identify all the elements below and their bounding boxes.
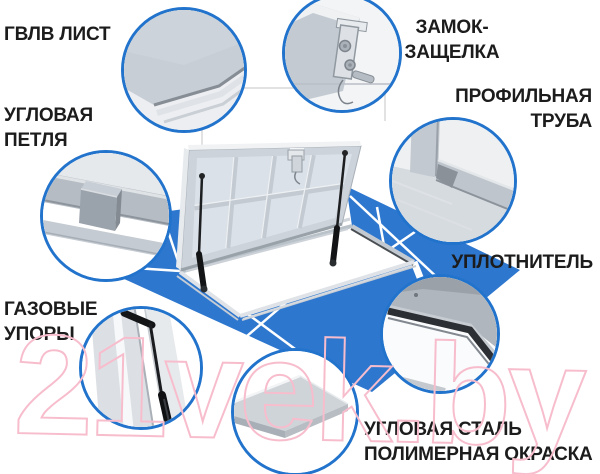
profile-tube-detail bbox=[391, 119, 514, 242]
label-line: ГВЛВ ЛИСТ bbox=[4, 24, 111, 45]
label-corner-hinge: УГЛОВАЯ ПЕТЛЯ bbox=[4, 103, 93, 153]
lid-grid-mullions bbox=[194, 154, 344, 249]
label-corner-steel: УГЛОВАЯ СТАЛЬ ПОЛИМЕРНАЯ ОКРАСКА bbox=[364, 417, 593, 467]
label-line: ЗАМОК- bbox=[415, 17, 489, 38]
label-line: УПЛОТНИТЕЛЬ bbox=[451, 252, 593, 273]
label-line: УГЛОВАЯ bbox=[4, 105, 93, 126]
label-line: ПЕТЛЯ bbox=[4, 130, 68, 151]
label-gvl-sheet: ГВЛВ ЛИСТ bbox=[4, 22, 111, 47]
label-profile-tube: ПРОФИЛЬНАЯ ТРУБА bbox=[440, 84, 592, 134]
callout-circle-corner-hinge bbox=[39, 149, 172, 282]
hinge-block bbox=[78, 180, 122, 231]
label-line: ПОЛИМЕРНАЯ ОКРАСКА bbox=[364, 444, 593, 465]
corner-steel-detail bbox=[233, 350, 356, 473]
lock-latch-detail bbox=[284, 0, 399, 110]
corner-hinge-detail bbox=[42, 152, 169, 279]
callout-circle-gas-struts bbox=[78, 305, 203, 430]
gvl-sheet-detail bbox=[123, 9, 244, 130]
gas-struts-detail bbox=[81, 308, 200, 427]
label-gas-struts: ГАЗОВЫЕ УПОРЫ bbox=[4, 297, 98, 347]
lid-grid-highlights bbox=[194, 154, 344, 249]
hatch-lid bbox=[176, 141, 362, 272]
label-line: ПРОФИЛЬНАЯ bbox=[455, 86, 592, 107]
label-line: УГЛОВАЯ СТАЛЬ bbox=[364, 419, 522, 440]
label-line: ЗАЩЕЛКА bbox=[404, 42, 500, 63]
label-line: ТРУБА bbox=[530, 111, 592, 132]
label-line: ГАЗОВЫЕ bbox=[4, 299, 98, 320]
gas-strut-right bbox=[329, 150, 348, 267]
gas-strut-left bbox=[196, 173, 208, 293]
callout-circle-seal bbox=[379, 273, 500, 394]
callout-circle-corner-steel bbox=[230, 347, 359, 474]
label-line: УПОРЫ bbox=[4, 324, 75, 345]
callout-circle-lock-latch bbox=[281, 0, 402, 113]
label-seal: УПЛОТНИТЕЛЬ bbox=[420, 250, 593, 275]
lid-latch-hardware bbox=[287, 148, 305, 185]
label-lock-latch: ЗАМОК- ЗАЩЕЛКА bbox=[396, 15, 508, 65]
callout-circle-profile-tube bbox=[388, 116, 517, 245]
callout-circle-gvl-sheet bbox=[120, 6, 247, 133]
seal-detail bbox=[382, 276, 497, 391]
